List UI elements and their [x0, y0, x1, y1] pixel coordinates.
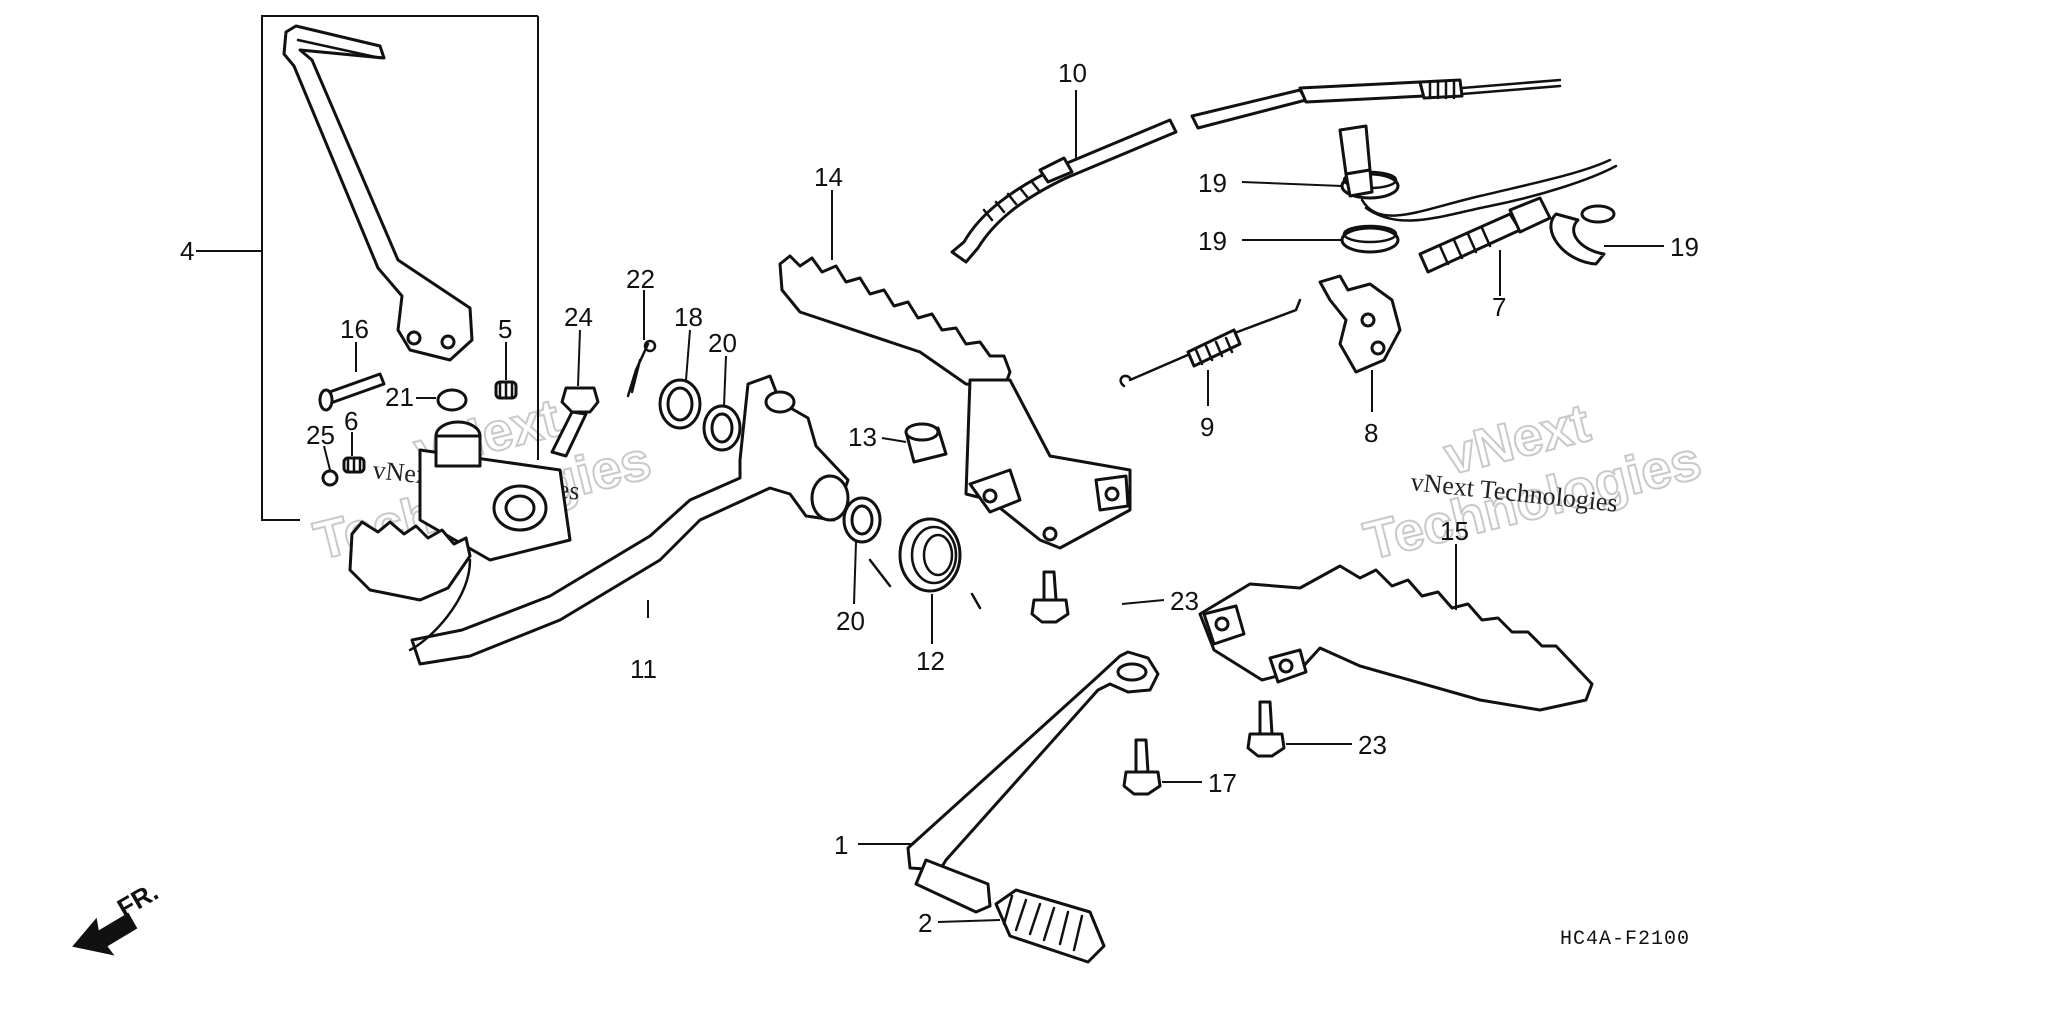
callout-8: 8	[1364, 418, 1378, 448]
bolt-24	[550, 386, 600, 458]
callout-1: 1	[834, 830, 848, 860]
callout-22: 22	[626, 264, 655, 294]
callout-6: 6	[344, 406, 358, 436]
kick-assembly-bracket	[261, 15, 538, 521]
callout-2: 2	[918, 908, 932, 938]
callout-17: 17	[1208, 768, 1237, 798]
washer-20-lower	[842, 496, 882, 544]
watermark-right: vNext Technologies vNext Technologies	[1357, 392, 1707, 573]
brake-switch	[1338, 124, 1618, 274]
footpeg-right	[1198, 564, 1594, 712]
cable-clamp-19b	[1340, 224, 1400, 254]
front-direction-label: FR.	[112, 876, 163, 923]
callout-19b: 19	[1198, 226, 1227, 256]
callout-20a: 20	[708, 328, 737, 358]
callout-4: 4	[180, 236, 194, 266]
callout-16: 16	[340, 314, 369, 344]
diagram-code: HC4A-F2100	[1560, 928, 1690, 951]
callout-5: 5	[498, 314, 512, 344]
bolt-23-upper	[1030, 570, 1070, 624]
callout-11: 11	[630, 654, 657, 684]
washer-20-upper	[702, 404, 742, 452]
footpeg-left	[778, 254, 1132, 550]
bolt-17	[1122, 738, 1162, 796]
callout-7: 7	[1492, 292, 1506, 322]
shift-lever	[906, 650, 1160, 914]
callouts: 4 16 21 5 25 6 24 22 18 20 11 20 12 13 1…	[180, 58, 1699, 938]
cap-13	[904, 422, 948, 464]
seal-18	[658, 378, 702, 430]
callout-13: 13	[848, 422, 877, 452]
spring-9	[1119, 298, 1302, 388]
leader-lines	[196, 90, 1664, 923]
callout-18: 18	[674, 302, 703, 332]
cotter-pin-22	[626, 339, 657, 398]
callout-20b: 20	[836, 606, 865, 636]
callout-14: 14	[814, 162, 843, 192]
callout-21: 21	[385, 382, 414, 412]
front-direction-arrow: FR.	[72, 876, 163, 956]
kick-spindle	[418, 420, 572, 562]
callout-25: 25	[306, 420, 335, 450]
callout-15: 15	[1440, 516, 1469, 546]
callout-23a: 23	[1170, 586, 1199, 616]
callout-23b: 23	[1358, 730, 1387, 760]
bolt-16	[318, 372, 386, 412]
brake-cable	[950, 78, 1562, 264]
spring-5	[494, 380, 518, 400]
pedal-rubber-2	[994, 888, 1106, 964]
kick-starter-arm	[282, 24, 474, 362]
brake-pedal	[348, 374, 850, 666]
washer-21	[436, 388, 468, 412]
cable-clamp-19c	[1549, 204, 1616, 266]
spring-6	[342, 456, 366, 474]
callout-12: 12	[916, 646, 945, 676]
bracket-8	[1318, 274, 1402, 374]
spring-12	[868, 517, 982, 610]
callout-9: 9	[1200, 412, 1214, 442]
callout-19c: 19	[1670, 232, 1699, 262]
callout-24: 24	[564, 302, 593, 332]
ball-25	[321, 469, 339, 487]
bolt-23-lower	[1246, 700, 1286, 758]
callout-19a: 19	[1198, 168, 1227, 198]
callout-10: 10	[1058, 58, 1087, 88]
